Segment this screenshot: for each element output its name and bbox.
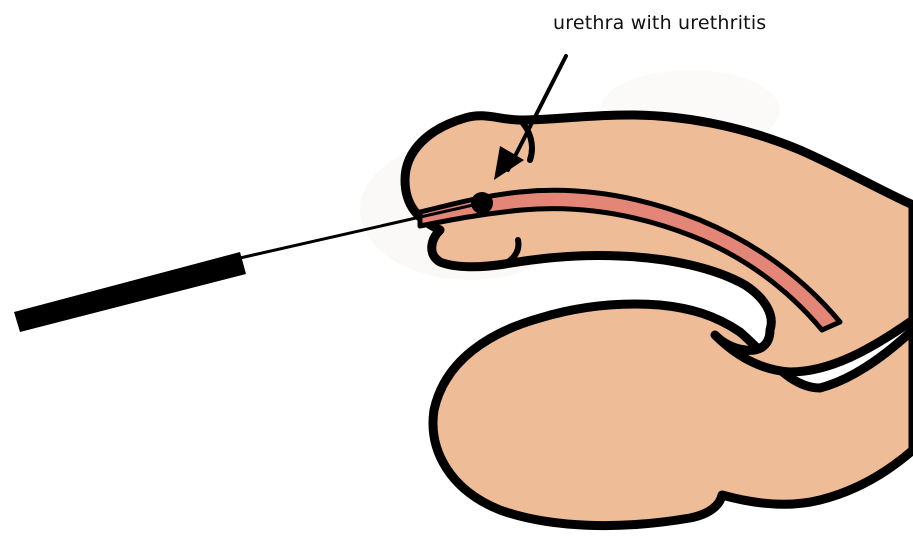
callout-label: urethra with urethritis	[553, 12, 766, 34]
swab-icon	[14, 252, 246, 332]
